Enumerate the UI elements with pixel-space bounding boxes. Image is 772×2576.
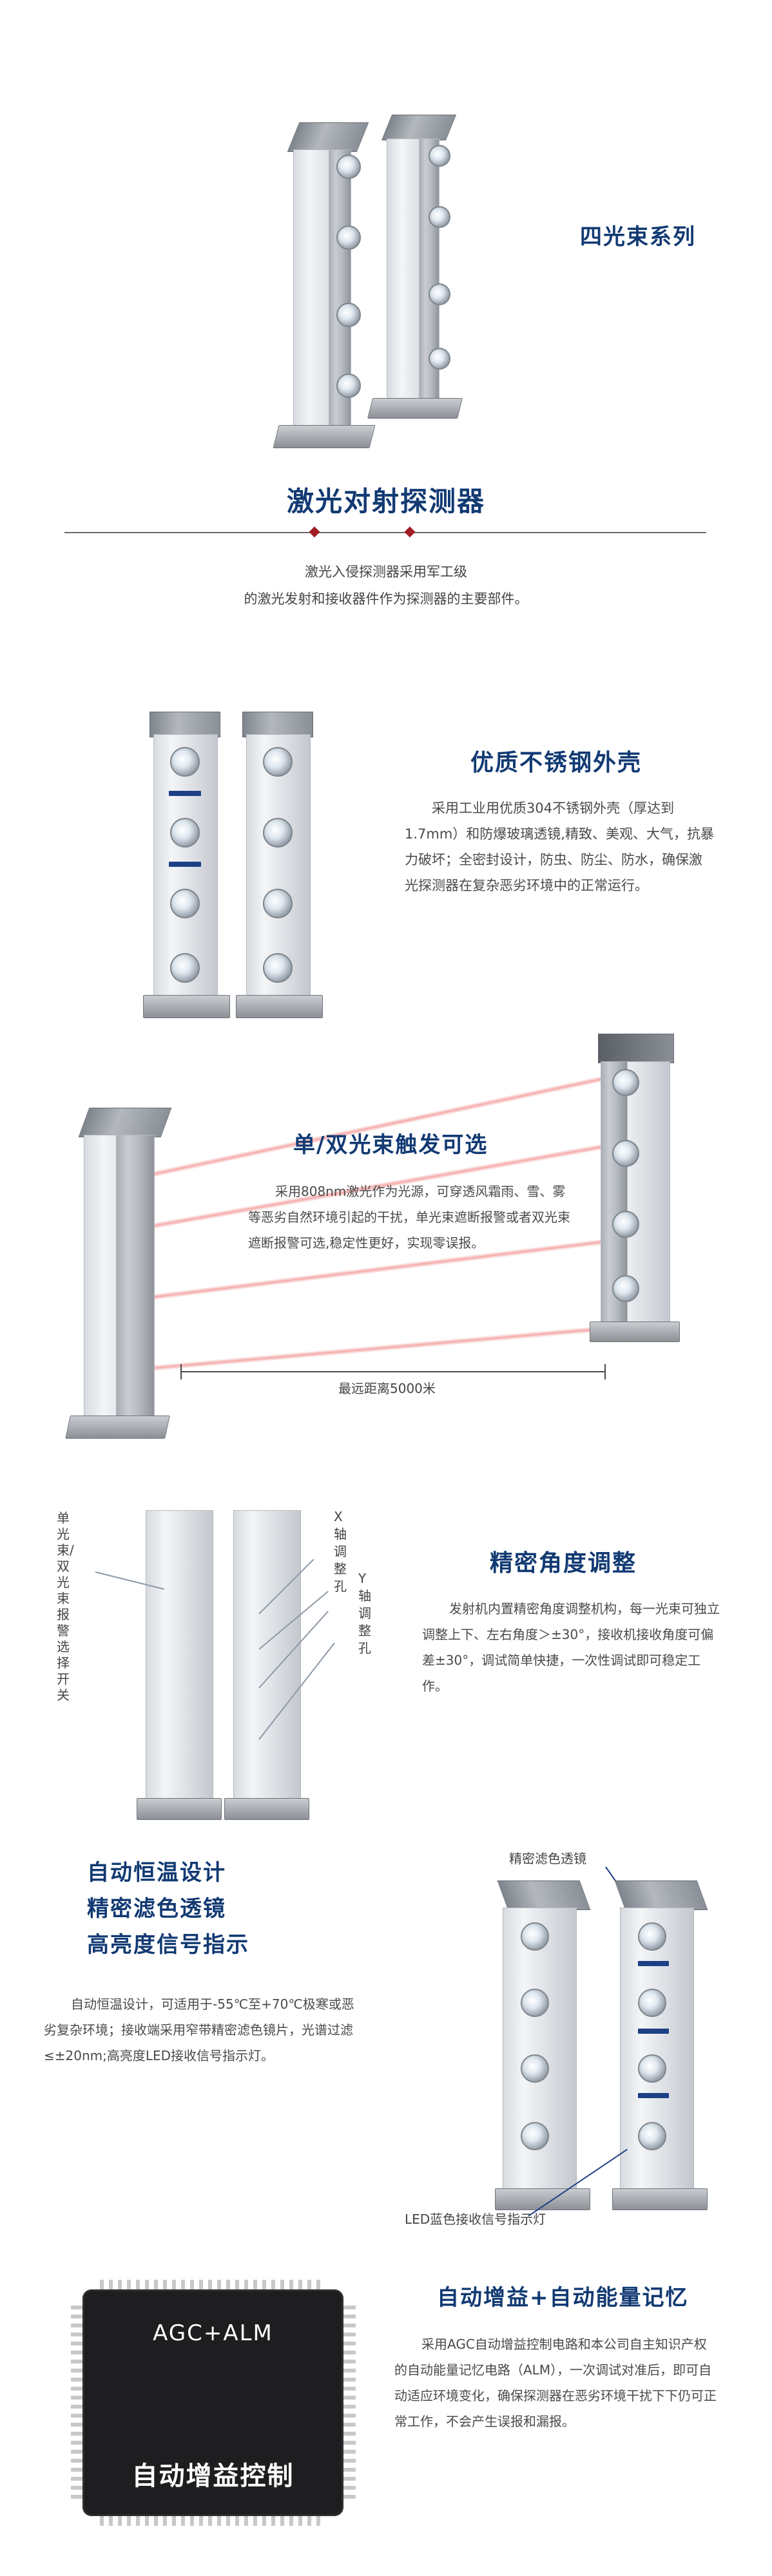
intro-line-1: 激光入侵探测器采用军工级: [305, 564, 467, 580]
indicator-strip: [169, 862, 201, 867]
lens-icon: [336, 225, 361, 250]
lens-icon: [263, 889, 293, 918]
lens-icon: [612, 1275, 639, 1302]
diamond-icon: [404, 526, 416, 538]
lens-icon: [336, 155, 361, 179]
lens-icon: [429, 206, 450, 228]
filter-lens-label: 精密滤色透镜: [509, 1851, 586, 1866]
lens-icon: [521, 2122, 549, 2150]
detector-cap: [150, 712, 220, 737]
switch-label: 单光束/双光束报警选择开关: [57, 1510, 74, 1703]
led-indicator: [638, 2029, 669, 2034]
lens-icon: [170, 953, 200, 983]
lens-icon: [263, 818, 293, 848]
detector-side: [116, 1135, 155, 1418]
housing-title: 优质不锈钢外壳: [470, 750, 642, 776]
led-indicator: [638, 1961, 669, 1966]
lens-icon: [521, 1989, 549, 2017]
lens-icon: [638, 1922, 666, 1951]
detector-cap: [78, 1108, 172, 1137]
lens-icon: [263, 747, 293, 777]
chip-pins-bottom: [100, 2513, 325, 2526]
detector-base: [143, 995, 230, 1018]
angle-title: 精密角度调整: [490, 1550, 637, 1577]
detector-base: [367, 398, 463, 419]
title-divider: [64, 532, 706, 533]
lens-icon: [263, 953, 293, 983]
chip-top-label: AGC+ALM: [153, 2320, 273, 2346]
lens-icon: [170, 818, 200, 848]
detector-cap: [497, 1880, 591, 1910]
lens-icon: [612, 1069, 639, 1096]
laser-beam: [148, 1325, 611, 1372]
lens-icon: [429, 348, 450, 370]
chip-pins-left: [71, 2306, 85, 2499]
beam-trigger-title: 单/双光束触发可选: [293, 1132, 488, 1158]
distance-label: 最远距离5000米: [338, 1381, 436, 1396]
agc-title: 自动增益+自动能量记忆: [437, 2285, 689, 2311]
distance-tick-right: [604, 1364, 606, 1379]
x-axis-label: X轴调整孔: [334, 1509, 347, 1594]
lens-icon: [612, 1211, 639, 1238]
detector-cap: [242, 712, 313, 737]
lens-icon: [638, 2054, 666, 2083]
distance-tick-left: [180, 1364, 182, 1379]
lens-icon: [170, 747, 200, 777]
detector-cap: [614, 1880, 708, 1910]
lens-icon: [170, 889, 200, 918]
feature-title-3: 高亮度信号指示: [87, 1932, 249, 1958]
distance-line: [180, 1371, 606, 1372]
detector-base: [224, 1798, 309, 1820]
indicator-strip: [169, 791, 201, 796]
lens-icon: [336, 374, 361, 398]
thermostat-text: 自动恒温设计，可适用于-55℃至+70℃极寒或恶劣复杂环境；接收端采用窄带精密滤…: [44, 1996, 354, 2063]
detector-cap: [598, 1034, 674, 1063]
detector-body: [233, 1510, 301, 1800]
feature-title-1: 自动恒温设计: [87, 1860, 226, 1886]
detector-base: [612, 2188, 708, 2210]
lens-icon: [429, 145, 450, 167]
lens-icon: [638, 2122, 666, 2150]
chip-bottom-label: 自动增益控制: [131, 2461, 294, 2491]
detector-base: [273, 425, 376, 448]
lens-icon: [612, 1140, 639, 1167]
lens-icon: [638, 1989, 666, 2017]
agc-text: 采用AGC自动增益控制电路和本公司自主知识产权的自动能量记忆电路（ALM），一次…: [394, 2336, 717, 2429]
lens-icon: [521, 2054, 549, 2083]
lens-icon: [521, 1922, 549, 1951]
led-indicator: [638, 2093, 669, 2098]
detector-base: [137, 1798, 222, 1820]
beam-trigger-text: 采用808nm激光作为光源，可穿透风霜雨、雪、雾等恶劣自然环境引起的干扰，单光束…: [248, 1184, 570, 1251]
detector-body: [146, 1510, 213, 1800]
diamond-icon: [309, 526, 320, 538]
housing-text: 采用工业用优质304不锈钢外壳（厚达到1.7mm）和防爆玻璃透镜,精致、美观、大…: [405, 800, 714, 893]
led-label: LED蓝色接收信号指示灯: [405, 2211, 546, 2227]
feature-title-2: 精密滤色透镜: [87, 1896, 226, 1922]
chip-body: [82, 2289, 343, 2516]
detector-cap: [381, 115, 457, 140]
detector-base: [65, 1416, 170, 1439]
angle-text: 发射机内置精密角度调整机构，每一光束可独立调整上下、左右角度＞±30°，接收机接…: [422, 1601, 720, 1694]
chip-pins-right: [342, 2306, 356, 2499]
series-title: 四光束系列: [580, 224, 696, 250]
y-axis-label: Y轴调整孔: [358, 1571, 371, 1656]
lens-icon: [336, 303, 361, 327]
lens-icon: [429, 283, 450, 305]
detector-base: [236, 995, 323, 1018]
detector-cap: [287, 122, 369, 152]
detector-base: [590, 1321, 680, 1342]
product-title: 激光对射探测器: [286, 486, 485, 517]
intro-line-2: 的激光发射和接收器件作为探测器的主要部件。: [244, 591, 528, 607]
